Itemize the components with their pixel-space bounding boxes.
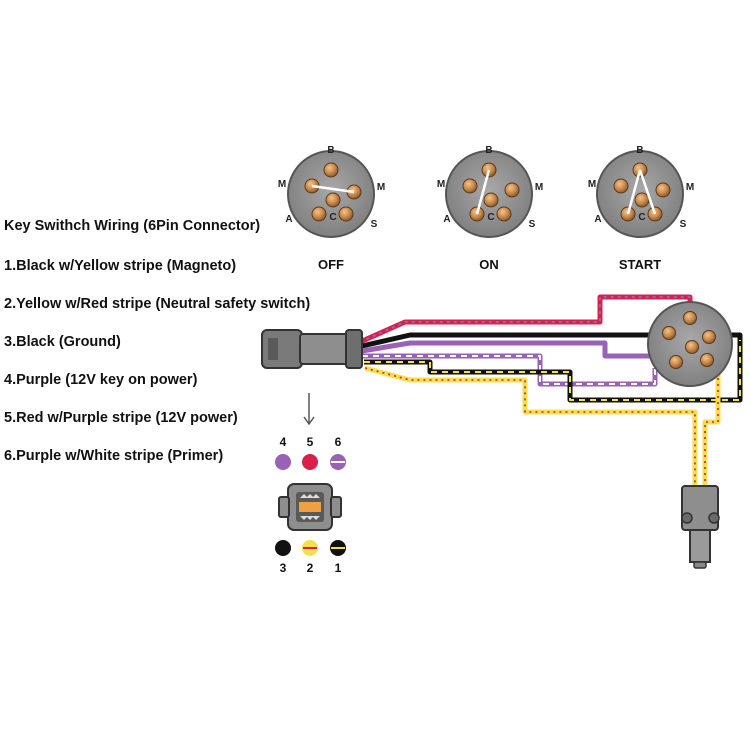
pin-label-a-start: A [594, 214, 601, 225]
legend-item-2: 2.Yellow w/Red stripe (Neutral safety sw… [4, 296, 311, 312]
pin-label-m-right-on: M [535, 182, 543, 193]
pinout-label-6: 6 [335, 435, 342, 449]
state-label-start: START [618, 257, 662, 272]
down-arrow-icon [303, 393, 315, 426]
legend-item-5: 5.Red w/Purple stripe (12V power) [4, 410, 238, 426]
pin-label-m-left-on: M [437, 179, 445, 190]
pin-color-6 [330, 454, 346, 470]
state-label-on: ON [479, 257, 499, 272]
pin-color-5 [302, 454, 318, 470]
state-label-off: OFF [318, 257, 344, 272]
switch-face-start: B M M A S C [588, 145, 694, 238]
pinout-label-5: 5 [307, 435, 314, 449]
pin-label-b-start: B [636, 145, 643, 156]
pin-label-c-start: C [638, 212, 645, 223]
pin-label-b-on: B [485, 145, 492, 156]
pin-label-a-off: A [285, 214, 292, 225]
pin-label-a-on: A [443, 214, 450, 225]
pin-label-m-right-start: M [686, 182, 694, 193]
wire-harness [358, 294, 743, 490]
pinout-label-4: 4 [280, 435, 287, 449]
legend-item-4: 4.Purple (12V key on power) [4, 372, 198, 388]
legend-item-1: 1.Black w/Yellow stripe (Magneto) [4, 258, 237, 274]
pin-color-3 [275, 540, 291, 556]
pin-label-s-off: S [371, 219, 378, 230]
neutral-safety-switch [681, 485, 720, 569]
legend-item-3: 3.Black (Ground) [4, 334, 121, 350]
pin-label-c-on: C [487, 212, 494, 223]
switch-back-connector [647, 301, 733, 387]
pinout-label-1: 1 [335, 561, 342, 575]
pinout-label-3: 3 [280, 561, 287, 575]
pin-color-2 [302, 540, 318, 556]
legend-title: Key Swithch Wiring (6Pin Connector) [4, 218, 261, 234]
pin-label-m-right-off: M [377, 182, 385, 193]
pin-label-m-left-start: M [588, 179, 596, 190]
pinout-label-2: 2 [307, 561, 314, 575]
connector-pinout: 4 5 6 3 2 1 [275, 435, 346, 575]
switch-face-off: B M M A S C [278, 145, 385, 238]
pin-label-s-start: S [680, 219, 687, 230]
pin-label-b-off: B [327, 145, 334, 156]
legend-item-6: 6.Purple w/White stripe (Primer) [4, 448, 224, 464]
pin-label-s-on: S [529, 219, 536, 230]
harness-plug [261, 329, 363, 369]
pin-color-4 [275, 454, 291, 470]
pin-label-m-left-off: M [278, 179, 286, 190]
pin-color-1 [330, 540, 346, 556]
switch-face-on: B M M A S C [437, 145, 543, 238]
pin-label-c-off: C [329, 212, 336, 223]
